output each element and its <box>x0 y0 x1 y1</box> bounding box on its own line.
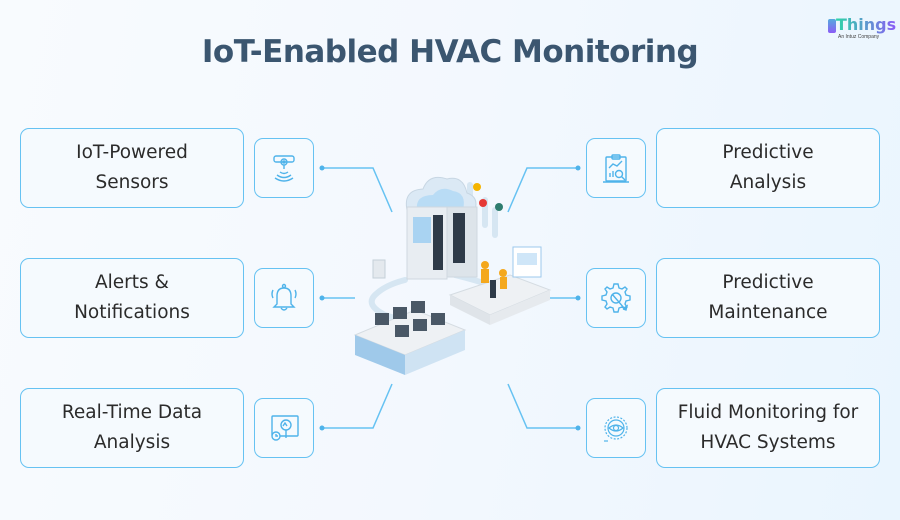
eye-gauge-icon <box>586 398 646 458</box>
sensor-icon <box>254 138 314 198</box>
card-line: HVAC Systems <box>700 432 836 453</box>
data-analysis-icon <box>254 398 314 458</box>
card-line: Analysis <box>93 432 171 453</box>
card-line: Sensors <box>95 172 169 193</box>
card-line: IoT-Powered <box>76 142 188 163</box>
card-line: Notifications <box>74 302 190 323</box>
cloud-servers-hvac-office-illustration <box>353 176 552 375</box>
logo-tagline: An Intuz Company <box>838 34 880 40</box>
card-line: Predictive <box>722 272 814 293</box>
logo-mark-icon <box>828 19 836 33</box>
card-line: Fluid Monitoring for <box>677 402 859 423</box>
card-alerts-notifications: Alerts & Notifications <box>20 258 244 338</box>
gear-wrench-icon <box>586 268 646 328</box>
brand-logo: Things An Intuz Company <box>828 15 896 43</box>
card-line: Alerts & <box>95 272 169 293</box>
logo-brand: Things <box>836 15 897 34</box>
card-line: Maintenance <box>708 302 828 323</box>
card-line: Real-Time Data <box>61 402 203 423</box>
card-line: Predictive <box>722 142 814 163</box>
bell-icon <box>254 268 314 328</box>
page-title: IoT-Enabled HVAC Monitoring <box>201 34 699 70</box>
clipboard-chart-icon <box>586 138 646 198</box>
card-line: Analysis <box>729 172 807 193</box>
